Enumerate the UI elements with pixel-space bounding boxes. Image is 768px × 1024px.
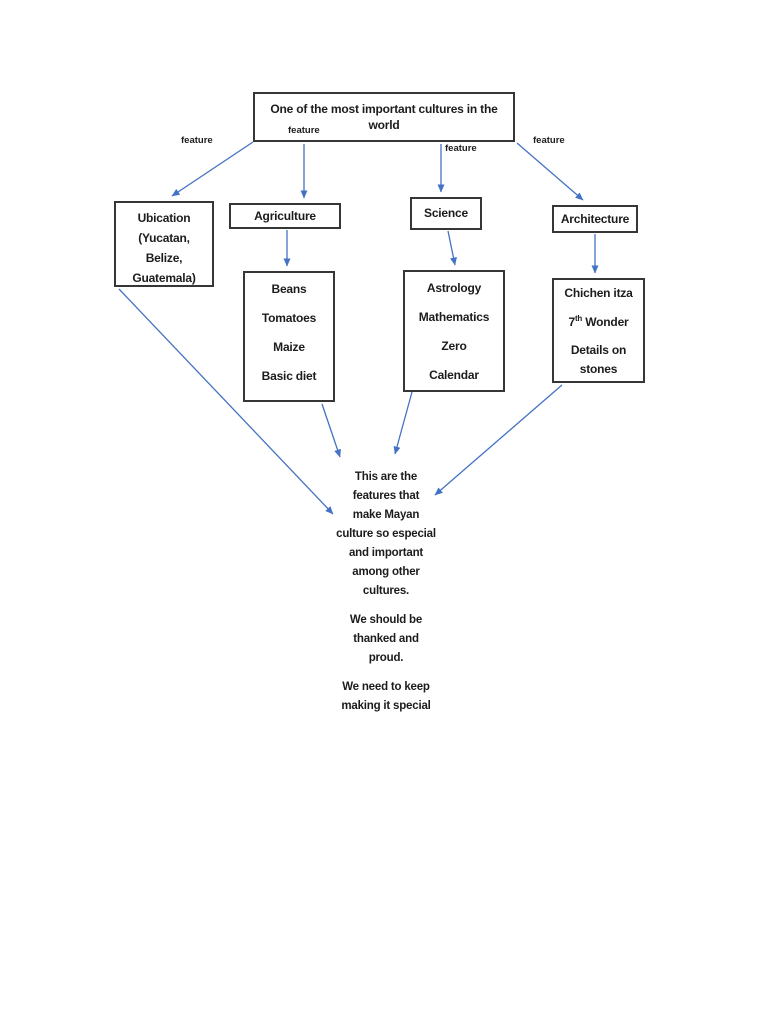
summary-line: thanked and bbox=[353, 633, 419, 645]
summary-paragraph-2: We should be thanked and proud. bbox=[322, 611, 450, 668]
science-detail-item: Astrology bbox=[426, 281, 482, 295]
edge-label-feature-ubication: feature bbox=[181, 135, 213, 146]
node-ubication-line: Belize, bbox=[145, 251, 183, 265]
summary-paragraph-3: We need to keep making it special bbox=[322, 678, 450, 716]
node-ubication-line: (Yucatan, bbox=[138, 231, 190, 245]
wonder-word: Wonder bbox=[585, 315, 629, 329]
node-architecture-details: Chichen itza 7th Wonder Details on stone… bbox=[552, 278, 645, 383]
agriculture-detail-item: Basic diet bbox=[261, 369, 317, 383]
architecture-detail-stones: stones bbox=[579, 362, 618, 376]
node-ubication-line: Ubication bbox=[137, 211, 191, 225]
architecture-detail-wonder: 7th Wonder bbox=[554, 313, 643, 332]
arrow-root-to-ubication bbox=[171, 141, 254, 197]
summary-line: features that bbox=[352, 490, 420, 502]
wonder-number: 7 bbox=[568, 315, 575, 329]
node-agriculture-details: Beans Tomatoes Maize Basic diet bbox=[243, 271, 335, 402]
node-ubication-line: Guatemala) bbox=[132, 271, 196, 285]
summary-line: We need to keep bbox=[342, 681, 430, 693]
node-root-line2: world bbox=[368, 118, 400, 132]
arrow-root-to-architecture bbox=[516, 142, 584, 201]
node-science-details: Astrology Mathematics Zero Calendar bbox=[403, 270, 505, 392]
summary-line: and important bbox=[348, 547, 424, 559]
arrow-architecture-details-to-summary bbox=[434, 384, 563, 496]
node-root-line1: One of the most important cultures in th… bbox=[270, 102, 498, 116]
summary-text: This are the features that make Mayan cu… bbox=[322, 468, 450, 716]
agriculture-detail-item: Tomatoes bbox=[261, 311, 317, 325]
node-science: Science bbox=[410, 197, 482, 230]
summary-paragraph-1: This are the features that make Mayan cu… bbox=[322, 468, 450, 601]
summary-line: proud. bbox=[368, 652, 404, 664]
summary-line: make Mayan bbox=[352, 509, 420, 521]
arrow-science-to-details bbox=[447, 230, 457, 266]
science-detail-item: Calendar bbox=[429, 368, 479, 382]
architecture-detail-title: Chichen itza bbox=[564, 286, 633, 300]
summary-line: among other bbox=[352, 566, 420, 578]
agriculture-detail-item: Maize bbox=[273, 340, 305, 354]
summary-line: making it special bbox=[341, 700, 431, 712]
summary-line: cultures. bbox=[362, 585, 410, 597]
wonder-ordinal-suffix: th bbox=[574, 314, 583, 323]
arrow-agriculture-details-to-summary bbox=[321, 403, 341, 458]
summary-line: culture so especial bbox=[336, 528, 436, 540]
node-ubication: Ubication (Yucatan, Belize, Guatemala) bbox=[114, 201, 214, 287]
arrow-science-details-to-summary bbox=[393, 391, 413, 455]
node-root: One of the most important cultures in th… bbox=[253, 92, 515, 142]
edge-label-feature-agriculture: feature bbox=[288, 125, 320, 136]
science-detail-item: Mathematics bbox=[418, 310, 490, 324]
summary-line: This are the bbox=[354, 471, 418, 483]
agriculture-detail-item: Beans bbox=[271, 282, 307, 296]
node-agriculture: Agriculture bbox=[229, 203, 341, 229]
edge-label-feature-science: feature bbox=[445, 143, 477, 154]
edge-label-feature-architecture: feature bbox=[533, 135, 565, 146]
science-detail-item: Zero bbox=[441, 339, 467, 353]
summary-line: We should be bbox=[349, 614, 423, 626]
node-architecture: Architecture bbox=[552, 205, 638, 233]
architecture-detail-stones: Details on bbox=[570, 343, 627, 357]
